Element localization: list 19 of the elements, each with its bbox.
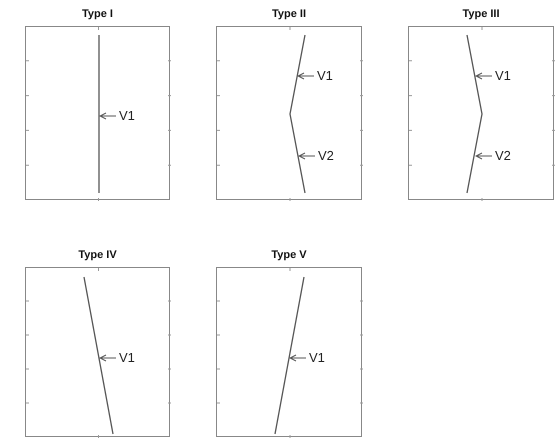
leader-arrow <box>476 152 492 160</box>
panel-title: Type II <box>272 8 306 20</box>
leader-arrow <box>298 152 316 160</box>
panel-title: Type I <box>82 8 113 20</box>
curve-label: V1 <box>119 351 135 365</box>
curve-label: V1 <box>317 69 333 83</box>
leader-arrow <box>298 72 314 80</box>
leader-arrow <box>290 354 306 362</box>
panel-title: Type V <box>271 249 307 261</box>
curve-label: V1 <box>119 109 135 123</box>
leader-arrow <box>476 72 492 80</box>
panel-title: Type IV <box>78 249 117 261</box>
curve-label: V1 <box>309 351 325 365</box>
curve-label: V2 <box>318 149 334 163</box>
leader-arrow <box>100 354 116 362</box>
curve-label: V2 <box>495 149 511 163</box>
curve-label: V1 <box>495 69 511 83</box>
leader-arrow <box>100 112 116 120</box>
panel-title: Type III <box>462 8 500 20</box>
